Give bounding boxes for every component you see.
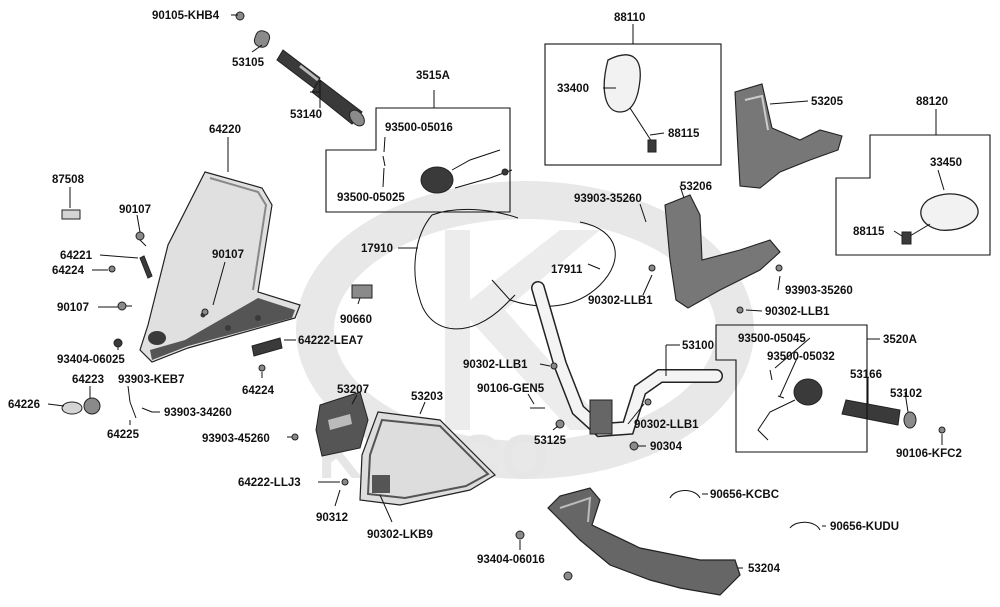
label-93500-05016: 93500-05016 [385,122,453,134]
lower-panel-53207 [291,391,369,457]
label-90107-a: 90107 [119,204,151,216]
label-90106-GEN5: 90106-GEN5 [477,383,545,395]
label-90105-KHB4: 90105-KHB4 [152,10,220,22]
label-90302-LLB1-d: 90302-LLB1 [634,419,699,431]
box-3515A [325,107,511,213]
center-cover-53203 [341,411,496,506]
label-88120: 88120 [916,96,948,108]
label-93404-06016: 93404-06016 [477,554,545,566]
label-53105: 53105 [232,57,265,69]
label-64226: 64226 [8,399,40,411]
label-64223: 64223 [72,374,104,386]
cover-53206 [648,194,783,314]
label-53102: 53102 [890,388,922,400]
label-90656-KUDU: 90656-KUDU [830,521,899,533]
label-93903-34260: 93903-34260 [164,407,232,419]
cover-53205 [734,83,843,189]
label-3515A: 3515A [416,70,450,82]
box-88120 [835,134,991,256]
label-64221: 64221 [60,250,93,262]
label-53100: 53100 [682,340,714,352]
part-labels: 90105-KHB4 53105 53140 64220 87508 90107… [8,10,962,575]
label-53207: 53207 [337,384,369,396]
label-53166: 53166 [850,369,882,381]
mirror-right-88110 [603,54,657,153]
label-93500-05032: 93500-05032 [767,351,835,363]
label-90302-LLB1-c: 90302-LLB1 [463,359,528,371]
label-53203: 53203 [411,391,443,403]
label-90302-LLB1-b: 90302-LLB1 [765,306,830,318]
label-53206: 53206 [680,181,712,193]
front-cover-53204 [515,487,741,596]
small-hardware-left [61,231,283,419]
mirror-left-88120 [901,193,979,245]
label-53125: 53125 [534,435,567,447]
label-93903-35260-b: 93903-35260 [785,285,853,297]
label-90106-KFC2: 90106-KFC2 [896,448,962,460]
label-87508: 87508 [52,174,85,186]
label-88110: 88110 [614,12,645,24]
label-90302-LKB9: 90302-LKB9 [367,529,433,541]
label-53204: 53204 [748,563,781,575]
label-93903-45260: 93903-45260 [202,433,270,445]
label-90107-b: 90107 [212,249,244,261]
label-90656-KCBC: 90656-KCBC [710,489,779,501]
windscreen [139,171,301,363]
label-53140: 53140 [290,109,322,121]
label-64224-a: 64224 [52,265,85,277]
label-3520A: 3520A [883,334,917,346]
leader-lines [47,14,945,569]
label-93903-35260-a: 93903-35260 [574,193,642,205]
label-90660: 90660 [340,314,372,326]
label-64222-LEA7: 64222-LEA7 [298,335,363,347]
label-93404-06025: 93404-06025 [57,354,125,366]
switch-left-drawing [382,149,513,194]
label-93500-05045: 93500-05045 [738,333,806,345]
label-17911: 17911 [551,264,583,276]
switch-right-drawing [757,369,946,441]
label-64220: 64220 [209,124,241,136]
label-53205: 53205 [811,96,844,108]
label-64225: 64225 [107,429,140,441]
label-90107-c: 90107 [57,302,89,314]
box-3520A [715,324,868,453]
label-93500-05025: 93500-05025 [337,192,405,204]
label-90304: 90304 [650,441,683,453]
label-93903-KEB7: 93903-KEB7 [118,374,184,386]
label-88115-a: 88115 [668,128,700,140]
handlebar-53100 [530,281,723,451]
label-88115-b: 88115 [853,226,885,238]
label-64224-b: 64224 [242,385,275,397]
label-33450: 33450 [930,157,962,169]
label-90302-LLB1-a: 90302-LLB1 [588,295,653,307]
label-17910: 17910 [361,243,393,255]
label-64222-LLJ3: 64222-LLJ3 [238,477,301,489]
grip-left-top [235,11,365,127]
label-plate [61,209,81,220]
label-90312: 90312 [316,512,348,524]
label-33400: 33400 [557,83,589,95]
clips-90656 [669,490,821,531]
